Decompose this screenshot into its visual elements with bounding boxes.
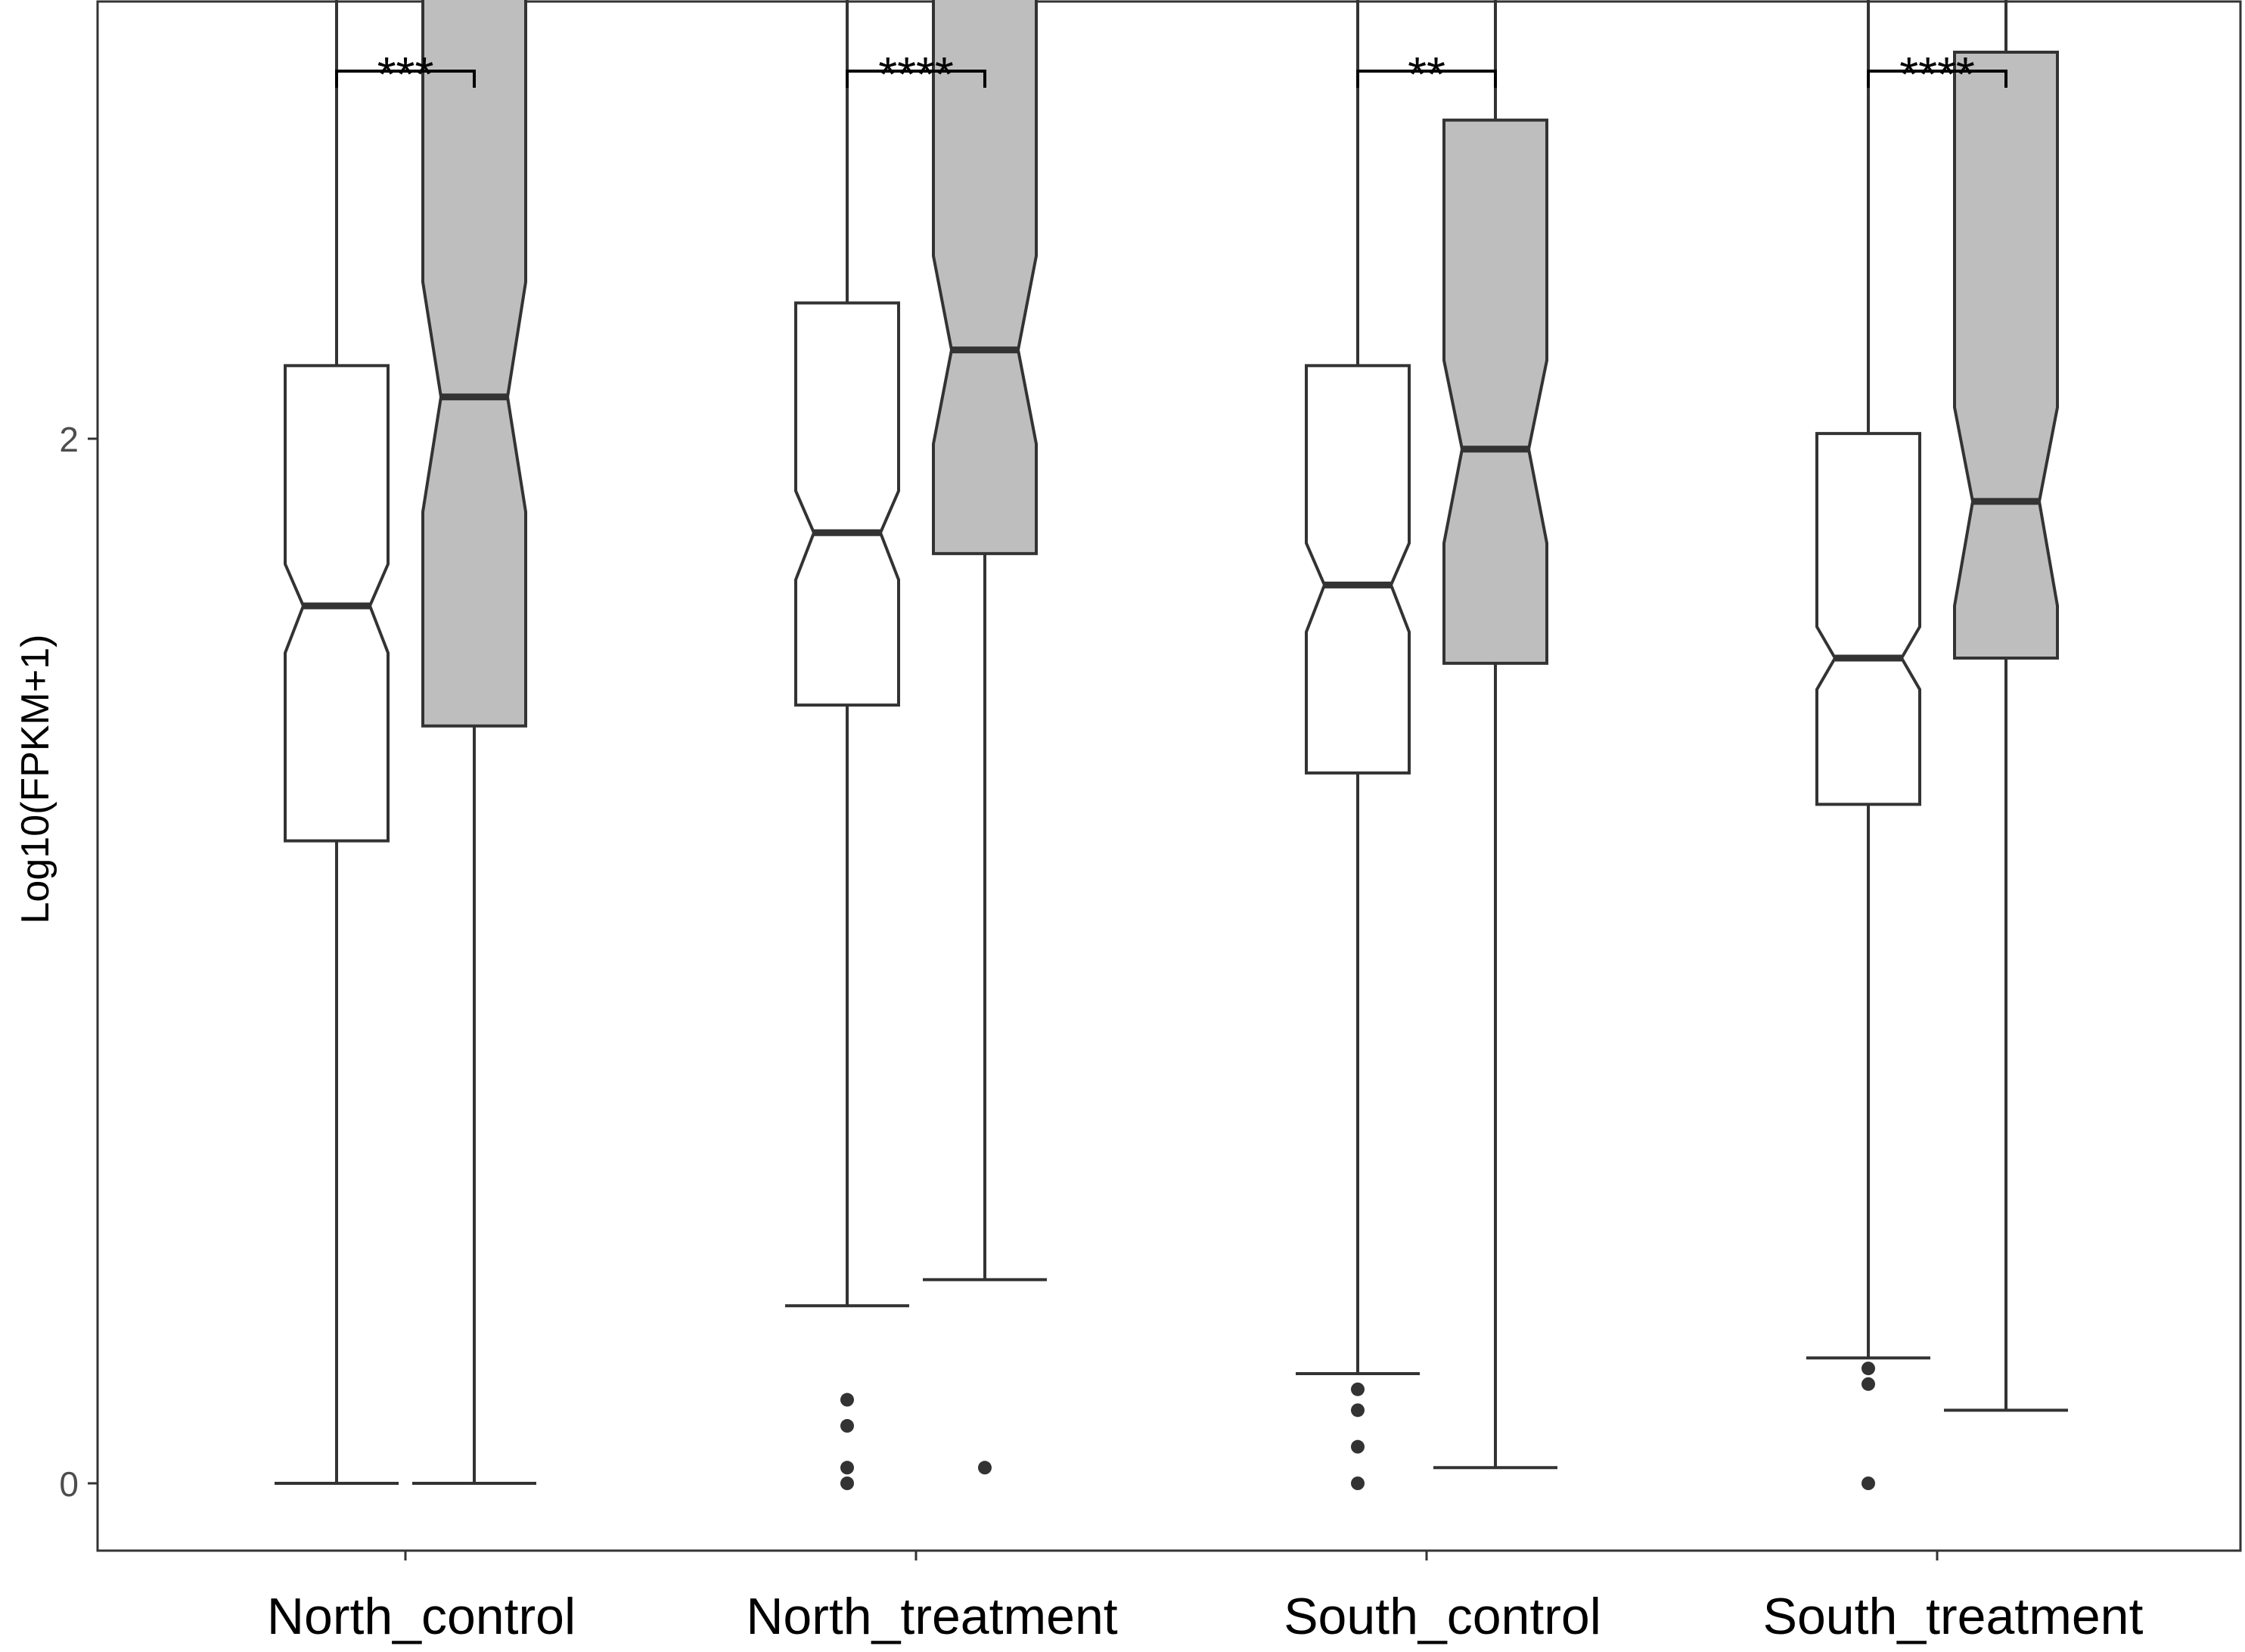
notched-box [1953, 51, 2059, 660]
significance-bracket [846, 70, 986, 88]
outlier-point [840, 1393, 854, 1407]
x-category-label: North_control [267, 1588, 576, 1645]
x-category-label: South_treatment [1763, 1588, 2144, 1645]
outlier-point [1862, 1362, 1875, 1376]
significance-label: *** [377, 47, 434, 101]
outlier-point [840, 1477, 854, 1490]
plot-panel-border [96, 0, 2242, 1552]
notched-box [932, 0, 1038, 555]
notched-box [1815, 432, 1921, 806]
outlier-point [978, 1461, 992, 1475]
outlier-point [1351, 1439, 1365, 1454]
notched-box [1442, 118, 1548, 665]
y-tick-label: 0 [59, 1464, 79, 1504]
outlier-point [840, 1461, 854, 1475]
chart-axes: 024North_controlNorth_treatmentSouth_con… [59, 420, 2144, 1645]
y-tick-label: 2 [59, 420, 79, 459]
outlier-point [840, 1419, 854, 1433]
significance-label: **** [878, 47, 954, 101]
significance-label: **** [1899, 47, 1975, 101]
significance-bracket [335, 70, 476, 88]
notched-box [421, 0, 527, 728]
significance-bracket [1867, 70, 2007, 88]
x-category-label: North_treatment [746, 1588, 1117, 1645]
y-axis-title: Log10(FPKM+1) [14, 635, 57, 924]
outlier-point [1862, 1477, 1875, 1490]
significance-label: ** [1408, 47, 1445, 101]
chart-marks: ************* [275, 0, 2068, 1490]
x-category-label: South_control [1284, 1588, 1601, 1645]
outlier-point [1351, 1382, 1365, 1396]
significance-bracket [1356, 70, 1497, 88]
notched-box [794, 301, 900, 707]
outlier-point [1351, 1403, 1365, 1418]
outlier-point [1351, 1477, 1365, 1490]
notched-box [1305, 364, 1411, 775]
outlier-point [1862, 1377, 1875, 1391]
